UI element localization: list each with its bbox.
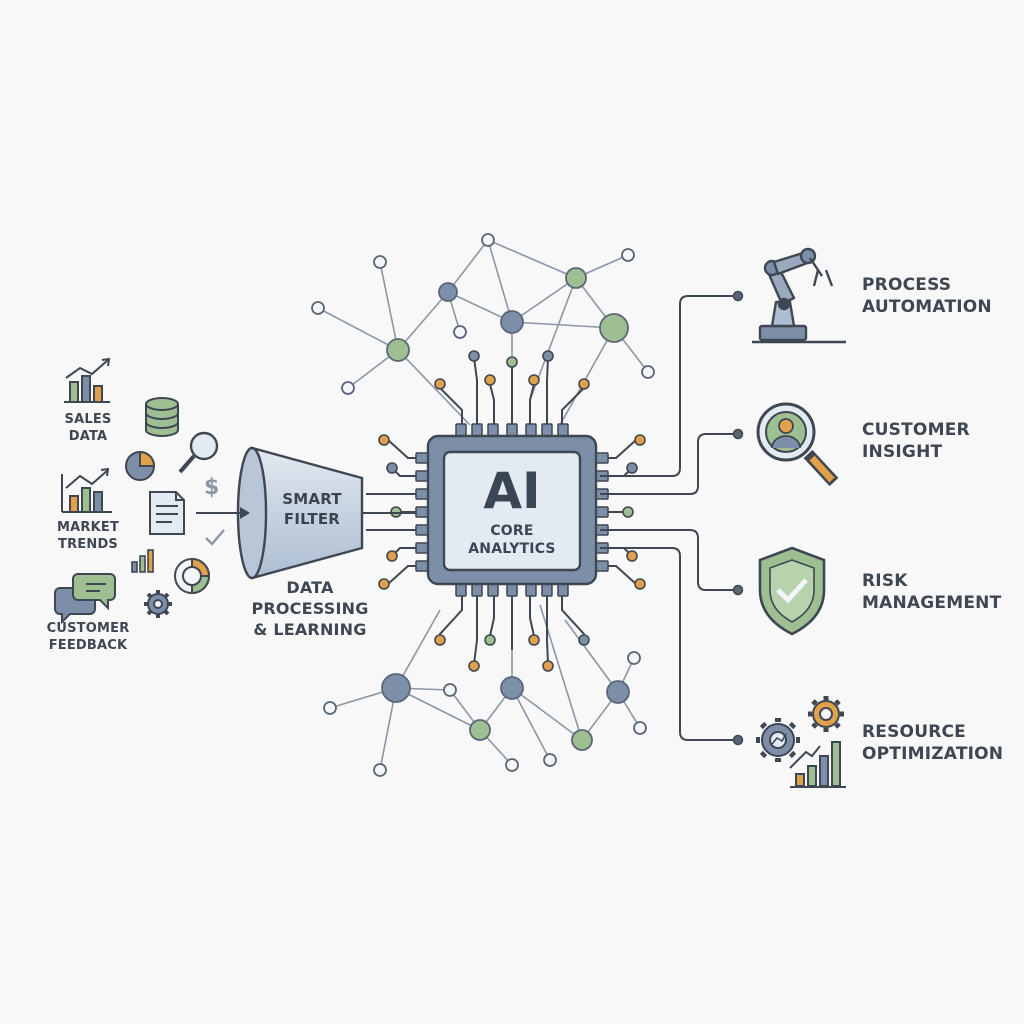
gears-chart-icon xyxy=(756,696,846,788)
magnifier-person-icon xyxy=(756,402,839,487)
output-connector-ends xyxy=(732,290,744,746)
ai-core-title: AI xyxy=(483,462,541,520)
dollar-sign-icon: $ xyxy=(204,475,220,500)
output-connectors xyxy=(600,295,736,741)
database-icon xyxy=(145,397,179,437)
document-icon xyxy=(149,491,185,535)
bar-chart-icon xyxy=(64,357,111,403)
mini-bar-icon xyxy=(131,549,154,573)
gear-icon xyxy=(144,590,172,618)
funnel xyxy=(196,446,416,580)
shield-check-icon xyxy=(758,546,826,636)
robot-arm-icon xyxy=(752,247,846,344)
neural-network-bottom-nodes xyxy=(323,651,647,777)
trend-chart-icon xyxy=(61,467,112,513)
neural-network-top xyxy=(317,239,649,426)
ai-chip xyxy=(426,434,598,586)
checkmark-icon xyxy=(205,529,225,546)
chip-trace-terminals xyxy=(378,350,646,672)
pie-chart-icon xyxy=(125,450,156,481)
magnifier-icon xyxy=(178,431,219,474)
coin-icon xyxy=(174,557,211,595)
neural-network-top-nodes xyxy=(311,233,655,395)
chat-bubbles-icon xyxy=(54,573,116,625)
